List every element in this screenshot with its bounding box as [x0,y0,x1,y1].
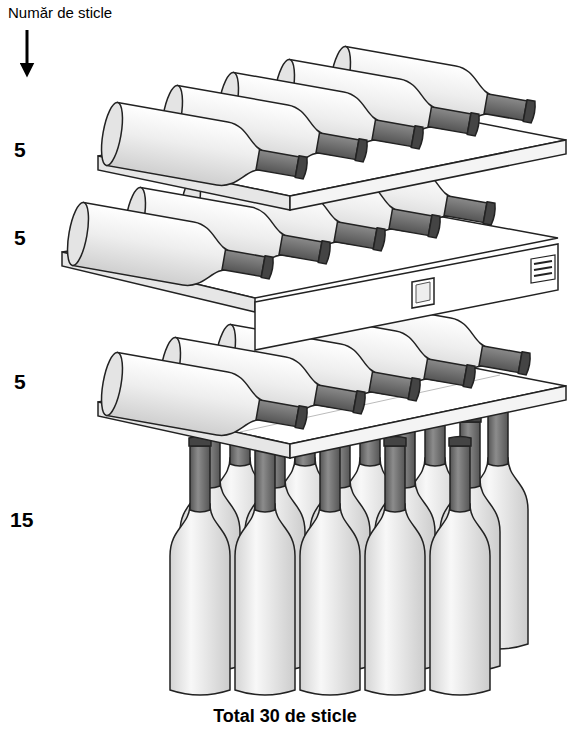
column-heading: Număr de sticle [8,4,112,21]
bottle-count: 5 [14,138,26,162]
caption: Total 30 de sticle [0,706,570,727]
bottle-count: 5 [14,226,26,250]
bottle [98,351,312,450]
bottle [98,101,312,200]
bottle [235,437,295,696]
bottle [430,437,490,696]
bottle [64,201,278,300]
lying-bottles [98,45,540,200]
bottle [300,437,360,696]
bottle [170,437,230,696]
down-arrow [26,30,29,70]
control-panel [255,244,558,350]
bottle-count: 15 [10,508,33,532]
bottle [365,437,425,696]
bottle-count: 5 [14,370,26,394]
